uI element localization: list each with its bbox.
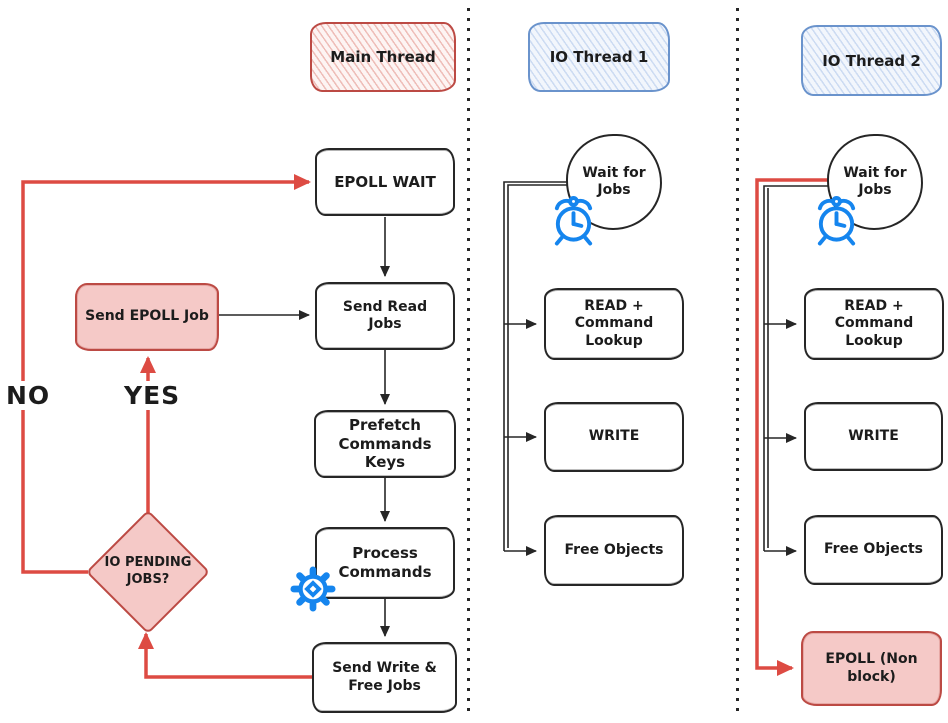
trunk-io1 <box>503 181 567 551</box>
node-process-commands: Process Commands <box>315 527 455 599</box>
node-io1-free-objects: Free Objects <box>544 515 684 586</box>
node-send-read-jobs-label: Send Read Jobs <box>342 298 428 333</box>
alarm-clock-icon <box>554 196 593 246</box>
branch-label-no: NO <box>4 381 53 410</box>
node-epoll-wait-label: EPOLL WAIT <box>334 172 436 191</box>
header-main-thread-label: Main Thread <box>330 48 436 66</box>
arrow-sendwrite-to-decision <box>138 632 312 679</box>
node-io1-read-command-lookup: READ + Command Lookup <box>544 288 684 360</box>
node-io2-free-objects: Free Objects <box>804 515 943 585</box>
node-epoll-wait: EPOLL WAIT <box>315 148 455 216</box>
gear-icon <box>290 566 336 612</box>
node-io2-epoll-nonblock: EPOLL (Non block) <box>801 631 942 706</box>
node-io2-write-label: WRITE <box>848 427 899 444</box>
node-io1-write-label: WRITE <box>588 428 640 445</box>
node-io-pending-jobs-decision: IO PENDING JOBS? <box>85 509 211 635</box>
node-io2-epoll-nonblock-label: EPOLL (Non block) <box>825 651 918 685</box>
node-io1-wait-for-jobs-label: Wait for Jobs <box>582 164 646 199</box>
node-prefetch-commands-keys: Prefetch Commands Keys <box>314 410 456 478</box>
header-io-thread-1: IO Thread 1 <box>528 22 670 92</box>
node-io2-write: WRITE <box>804 402 943 471</box>
header-io-thread-2-label: IO Thread 2 <box>822 51 921 70</box>
node-send-write-free-jobs: Send Write & Free Jobs <box>312 642 457 713</box>
node-send-epoll-job: Send EPOLL Job <box>75 283 219 351</box>
dotted-separator-1 <box>467 8 470 715</box>
arrow-no-to-epollwait <box>21 174 311 574</box>
node-io2-free-objects-label: Free Objects <box>824 541 923 558</box>
node-prefetch-commands-keys-label: Prefetch Commands Keys <box>338 415 432 472</box>
node-io2-read-command-lookup: READ + Command Lookup <box>804 288 944 360</box>
trunk-io1-double <box>507 184 567 548</box>
node-send-read-jobs: Send Read Jobs <box>315 282 455 350</box>
node-io2-wait-for-jobs-label: Wait for Jobs <box>843 164 907 199</box>
trunk-io2 <box>763 185 830 551</box>
node-send-epoll-job-label: Send EPOLL Job <box>85 308 209 325</box>
node-io-pending-jobs-label: IO PENDING JOBS? <box>104 555 192 587</box>
node-io1-read-command-lookup-label: READ + Command Lookup <box>574 297 654 349</box>
node-io1-free-objects-label: Free Objects <box>564 541 664 558</box>
node-io1-write: WRITE <box>544 402 684 472</box>
node-process-commands-label: Process Commands <box>338 544 432 581</box>
node-io2-read-command-lookup-label: READ + Command Lookup <box>834 297 914 349</box>
header-main-thread: Main Thread <box>310 22 456 92</box>
header-io-thread-2: IO Thread 2 <box>801 25 942 96</box>
header-io-thread-1-label: IO Thread 1 <box>549 48 649 66</box>
alarm-clock-icon <box>817 196 856 246</box>
trunk-io2-red-to-epoll <box>755 178 830 676</box>
dotted-separator-2 <box>736 8 739 715</box>
node-send-write-free-jobs-label: Send Write & Free Jobs <box>332 660 437 694</box>
branch-label-yes: YES <box>122 381 183 410</box>
